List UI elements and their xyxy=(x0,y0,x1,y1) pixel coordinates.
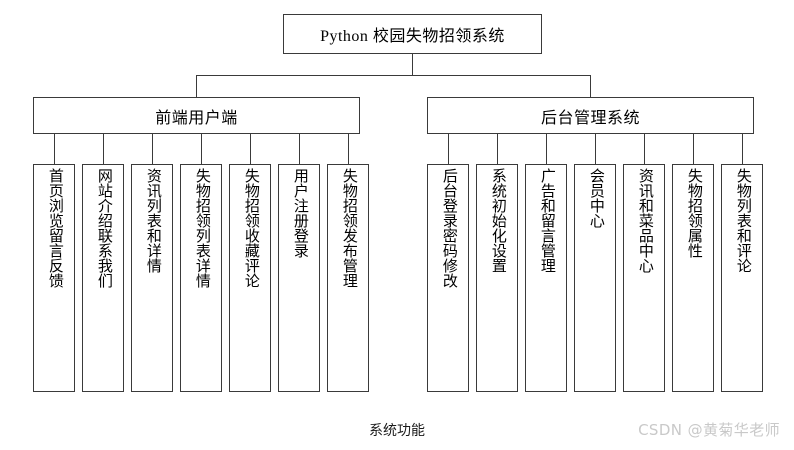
leaf-node-admin-3: 广告和留言管理 xyxy=(525,164,567,392)
connector-leaf-drop xyxy=(54,134,55,164)
leaf-node-admin-2: 系统初始化设置 xyxy=(476,164,518,392)
leaf-node-admin-6: 失物招领属性 xyxy=(672,164,714,392)
leaf-label: 资讯和菜品中心 xyxy=(636,168,653,273)
leaf-node-frontend-5: 失物招领收藏评论 xyxy=(229,164,271,392)
csdn-watermark: CSDN @黄菊华老师 xyxy=(638,421,780,439)
leaf-node-frontend-4: 失物招领列表详情 xyxy=(180,164,222,392)
connector-leaf-drop xyxy=(103,134,104,164)
leaf-label: 失物招领列表详情 xyxy=(193,168,210,288)
diagram-caption: 系统功能 xyxy=(369,423,425,439)
connector-root-down xyxy=(412,54,413,75)
leaf-label: 资讯列表和详情 xyxy=(144,168,161,273)
leaf-node-frontend-2: 网站介绍联系我们 xyxy=(82,164,124,392)
leaf-label: 广告和留言管理 xyxy=(538,168,555,273)
connector-leaf-drop xyxy=(201,134,202,164)
leaf-node-admin-1: 后台登录密码修改 xyxy=(427,164,469,392)
root-node-system-title: Python 校园失物招领系统 xyxy=(283,14,542,54)
connector-leaf-drop xyxy=(644,134,645,164)
leaf-label: 会员中心 xyxy=(587,168,604,228)
leaf-node-frontend-6: 用户注册登录 xyxy=(278,164,320,392)
leaf-label: 首页浏览留言反馈 xyxy=(46,168,63,288)
leaf-node-admin-5: 资讯和菜品中心 xyxy=(623,164,665,392)
connector-leaf-drop xyxy=(742,134,743,164)
connector-leaf-drop xyxy=(693,134,694,164)
leaf-label: 网站介绍联系我们 xyxy=(95,168,112,288)
leaf-label: 用户注册登录 xyxy=(291,168,308,258)
branch-node-admin: 后台管理系统 xyxy=(427,97,754,134)
leaf-node-frontend-7: 失物招领发布管理 xyxy=(327,164,369,392)
leaf-label: 失物列表和评论 xyxy=(734,168,751,273)
leaf-node-frontend-3: 资讯列表和详情 xyxy=(131,164,173,392)
leaf-label: 失物招领收藏评论 xyxy=(242,168,259,288)
leaf-label: 系统初始化设置 xyxy=(489,168,506,273)
connector-leaf-drop xyxy=(299,134,300,164)
branch-node-frontend: 前端用户端 xyxy=(33,97,360,134)
connector-leaf-drop xyxy=(546,134,547,164)
connector-leaf-drop xyxy=(250,134,251,164)
leaf-node-frontend-1: 首页浏览留言反馈 xyxy=(33,164,75,392)
connector-leaf-drop xyxy=(152,134,153,164)
connector-leaf-drop xyxy=(348,134,349,164)
leaf-label: 失物招领发布管理 xyxy=(340,168,357,288)
leaf-label: 后台登录密码修改 xyxy=(440,168,457,288)
leaf-node-admin-4: 会员中心 xyxy=(574,164,616,392)
connector-leaf-drop xyxy=(448,134,449,164)
leaf-node-admin-7: 失物列表和评论 xyxy=(721,164,763,392)
leaf-label: 失物招领属性 xyxy=(685,168,702,258)
connector-leaf-drop xyxy=(497,134,498,164)
connector-root-bus xyxy=(196,75,591,76)
connector-branch-front-down xyxy=(196,75,197,97)
connector-branch-admin-down xyxy=(590,75,591,97)
connector-leaf-drop xyxy=(595,134,596,164)
